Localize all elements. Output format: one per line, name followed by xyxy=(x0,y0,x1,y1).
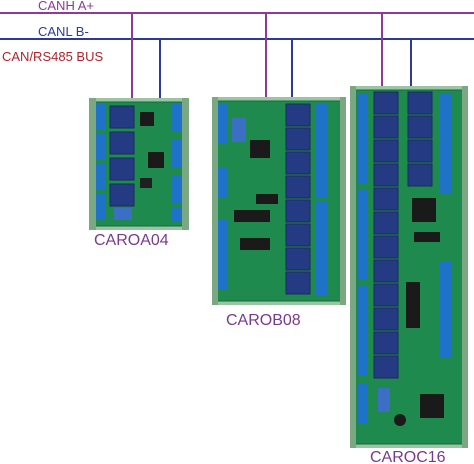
dip-switch xyxy=(378,388,390,412)
board-c-label: CAROC16 xyxy=(370,449,446,464)
canl-label: CANL B- xyxy=(38,24,89,39)
terminal-block-right xyxy=(316,104,328,296)
board-a-label: CAROA04 xyxy=(94,232,169,249)
terminal-block-right xyxy=(172,104,182,222)
board-carob08 xyxy=(212,97,346,305)
board-b-label: CAROB08 xyxy=(226,312,301,329)
dip-switch xyxy=(114,208,132,220)
terminal-block-left xyxy=(218,104,228,290)
relay-column xyxy=(109,105,135,207)
bus-label: CAN/RS485 BUS xyxy=(2,49,103,64)
relay-column-left xyxy=(373,91,399,379)
terminal-block-left xyxy=(96,104,106,220)
dip-switch xyxy=(232,118,246,142)
board-caroa04 xyxy=(89,98,189,230)
terminal-block-right xyxy=(440,94,452,358)
terminal-block-left xyxy=(358,94,368,424)
canh-label: CANH A+ xyxy=(38,0,94,13)
relay-column-right xyxy=(407,91,433,187)
relay-column xyxy=(285,103,311,295)
board-caroc16 xyxy=(350,86,468,448)
